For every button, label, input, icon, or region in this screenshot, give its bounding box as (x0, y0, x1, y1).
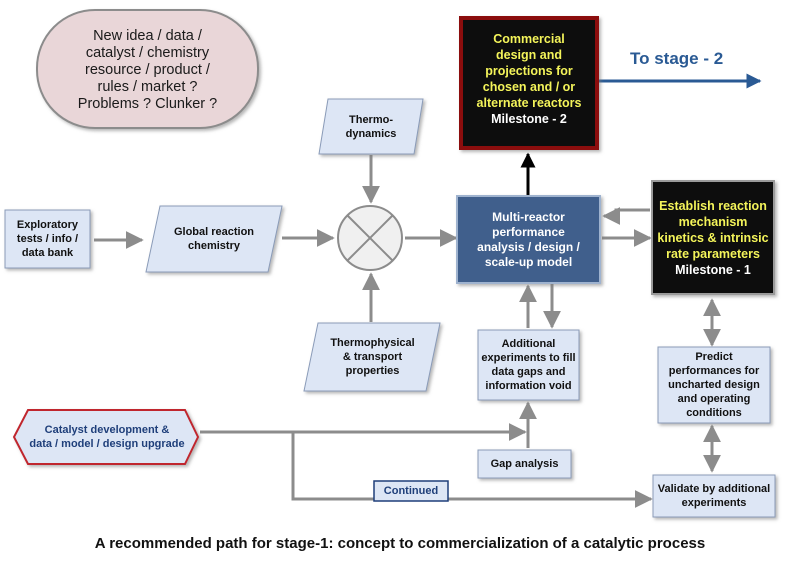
predict-label: Predict performances for uncharted desig… (668, 351, 760, 419)
predict-box (657, 346, 771, 424)
thermo-parallelogram (318, 98, 424, 155)
catalyst-hexagon (12, 409, 200, 465)
multi-reactor-label: Multi-reactor performance analysis / des… (477, 209, 580, 269)
commercial-box (459, 16, 599, 150)
catalyst-dev-label: Catalyst development & data / model / de… (29, 424, 185, 450)
thermophysical-label: Thermophysical & transport properties (330, 337, 415, 377)
thermo-label: Thermo- dynamics (345, 113, 397, 140)
additional-exp-label: Additional experiments to fill data gaps… (481, 338, 576, 392)
connectors (94, 155, 721, 508)
idea-oval (36, 9, 259, 129)
mixer-junction (337, 205, 403, 271)
exploratory-label: Exploratory tests / info / data bank (16, 219, 79, 259)
commercial-text: Commercial design and projections for ch… (476, 32, 582, 110)
additional-exp-box (477, 329, 580, 401)
global-chem-parallelogram (145, 205, 283, 273)
mechanism-milestone: Milestone - 1 (675, 263, 751, 277)
thermophysical-parallelogram (303, 322, 441, 392)
mechanism-label: Establish reaction mechanism kinetics & … (654, 186, 772, 290)
global-chem-label: Global reaction chemistry (173, 226, 255, 252)
idea-label: New idea / data / catalyst / chemistry r… (77, 27, 218, 112)
commercial-label: Commercial design and projections for ch… (463, 24, 595, 134)
gap-analysis-label: Gap analysis (490, 458, 559, 470)
validate-box (652, 474, 776, 518)
mechanism-box (651, 180, 775, 295)
mechanism-text: Establish reaction mechanism kinetics & … (657, 199, 769, 261)
continued-label: Continued (383, 485, 439, 497)
figure-caption: A recommended path for stage-1: concept … (94, 535, 706, 552)
arrow-mechanism-to-multi (602, 207, 650, 225)
continued-box (373, 480, 449, 502)
exploratory-box (4, 209, 91, 269)
validate-label: Validate by additional experiments (657, 483, 771, 509)
arrow-catalyst-to-validate (291, 432, 653, 508)
gap-analysis-box (477, 449, 572, 479)
commercial-milestone: Milestone - 2 (491, 112, 567, 126)
multi-reactor-box (456, 195, 601, 284)
to-stage-2-label: To stage - 2 (630, 49, 724, 68)
